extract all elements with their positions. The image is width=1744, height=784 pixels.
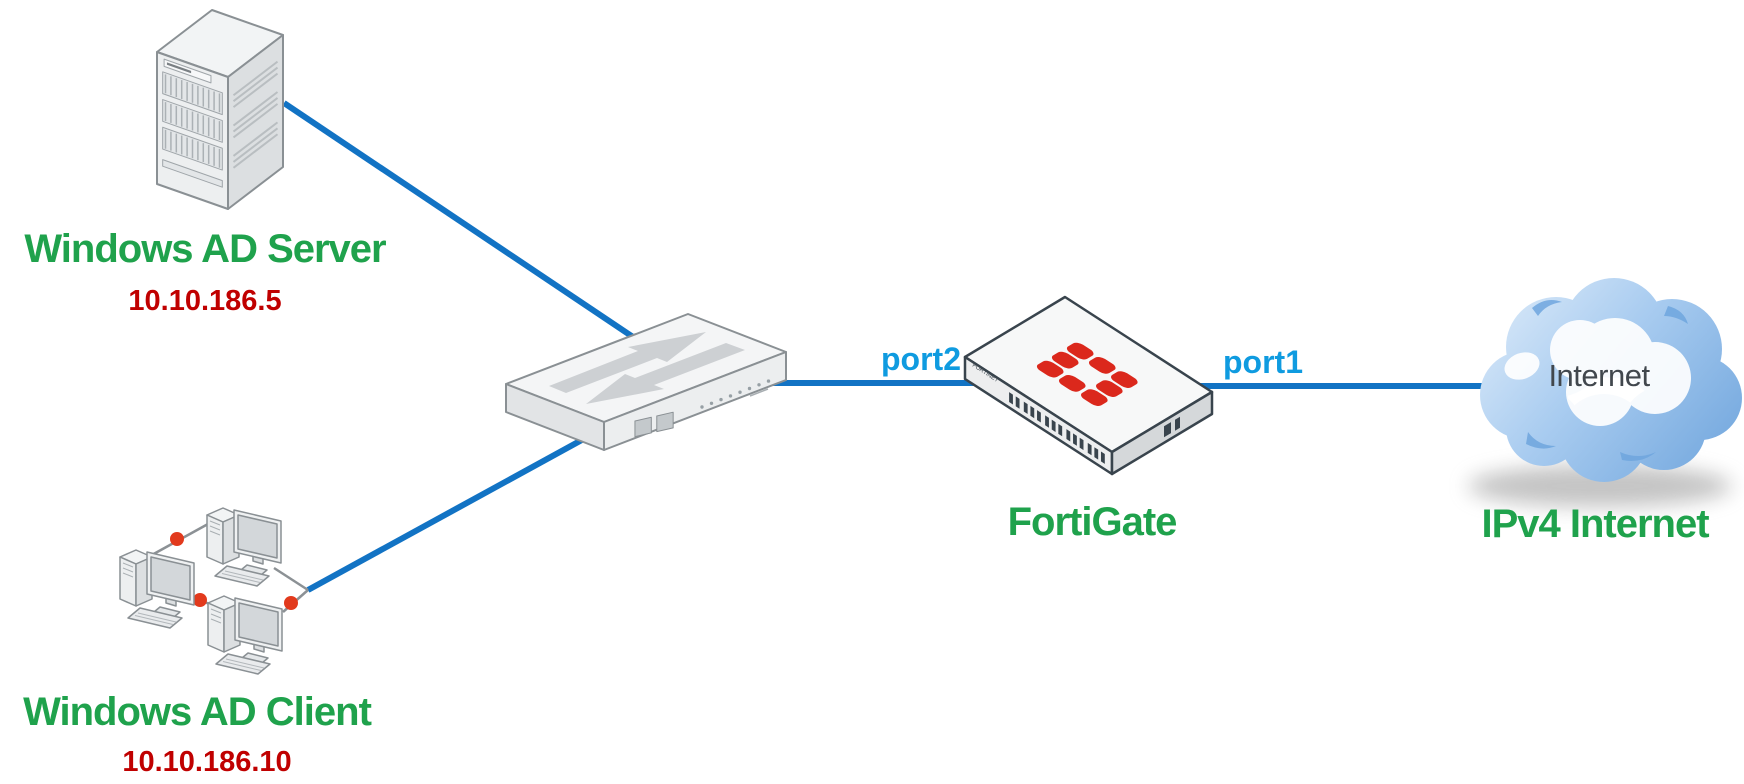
ipv4-internet-label: IPv4 Internet — [1481, 502, 1709, 546]
link-server-switch — [282, 100, 635, 340]
fortigate-port2-label: port2 — [881, 341, 961, 377]
workstation — [119, 549, 195, 629]
server-ip: 10.10.186.5 — [128, 285, 282, 317]
fortigate-ports — [1009, 392, 1105, 464]
fortigate-label: FortiGate — [1007, 500, 1178, 544]
internet-cloud-icon — [1480, 278, 1742, 482]
client-workstations-icon — [119, 507, 283, 675]
junction-dot — [284, 596, 298, 610]
server-label: Windows AD Server — [24, 227, 386, 271]
junction-dot — [170, 532, 184, 546]
cloud-shadow — [1468, 465, 1732, 507]
switch-ports — [635, 412, 673, 437]
switch-arrows-icon — [549, 332, 745, 404]
fortigate-icon: FORTINET — [963, 295, 1214, 476]
link-lines — [282, 100, 1500, 593]
cloud-internet-text: Internet — [1548, 358, 1650, 393]
junction-dot — [193, 593, 207, 607]
client-label: Windows AD Client — [23, 690, 372, 734]
fortinet-logo-icon — [1036, 342, 1138, 406]
client-ip: 10.10.186.10 — [122, 746, 292, 778]
workstation — [207, 595, 283, 675]
junction-dots — [170, 532, 298, 610]
fortigate-port1-label: port1 — [1223, 344, 1303, 380]
switch-leds — [700, 379, 771, 409]
switch-icon — [505, 313, 787, 450]
server-icon — [157, 0, 283, 209]
link-client-switch — [306, 427, 602, 593]
workstation — [206, 507, 282, 587]
